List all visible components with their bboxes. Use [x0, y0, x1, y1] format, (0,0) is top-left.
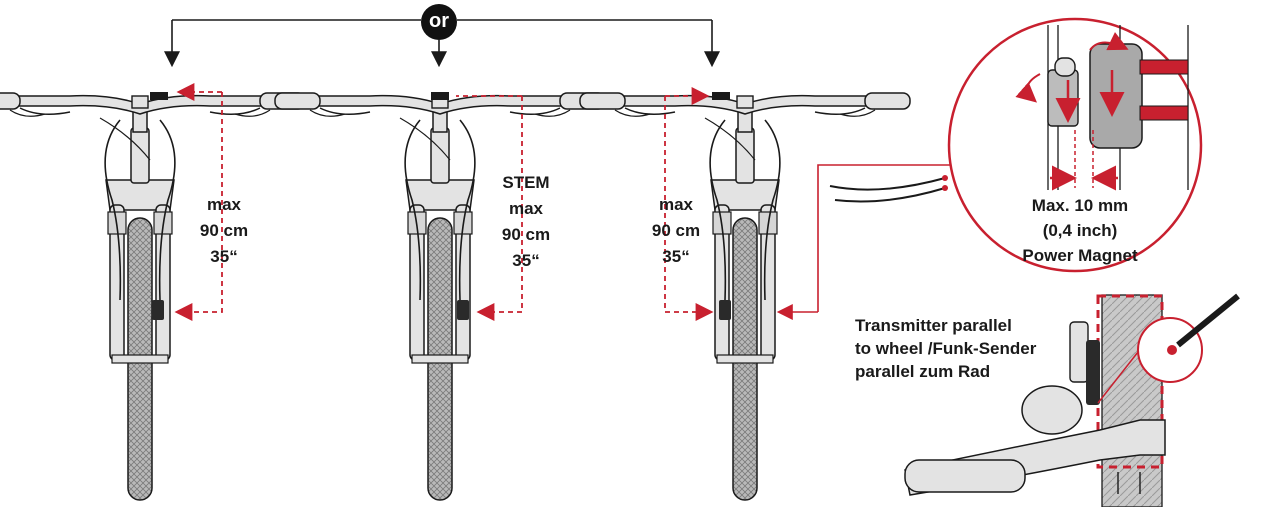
- sensor-center: [457, 300, 469, 320]
- magnet-detail: [947, 17, 1203, 273]
- magnet-gap-label: Max. 10 mm (0,4 inch) Power Magnet: [1005, 193, 1155, 268]
- transmitter-detail: [904, 293, 1240, 507]
- bike-right: [579, 92, 911, 501]
- label-line: max: [508, 199, 544, 218]
- connector-lines: [164, 19, 720, 68]
- callout-line: [776, 164, 950, 320]
- computer-mount-left: [150, 92, 168, 100]
- computer-mount-right: [712, 92, 730, 100]
- transmitter-note: Transmitter parallel to wheel /Funk-Send…: [855, 314, 1065, 383]
- or-badge: or: [421, 4, 457, 40]
- bike-left: [0, 92, 306, 501]
- distance-label-left: max 90 cm 35“: [188, 192, 260, 270]
- label-line: Power Magnet: [1022, 246, 1138, 265]
- computer-mount-center: [431, 92, 449, 100]
- label-line: 90 cm: [651, 221, 701, 240]
- label-line: Transmitter parallel: [855, 316, 1012, 335]
- distance-label-right: max 90 cm 35“: [640, 192, 712, 270]
- label-line: 35“: [210, 247, 238, 266]
- label-line: to wheel /Funk-Sender: [855, 339, 1037, 358]
- label-line: max: [658, 195, 694, 214]
- label-line: parallel zum Rad: [855, 362, 991, 381]
- label-line: STEM: [502, 173, 550, 192]
- label-line: 90 cm: [199, 221, 249, 240]
- label-line: 35“: [662, 247, 690, 266]
- label-line: Max. 10 mm: [1031, 196, 1129, 215]
- sensor-right: [719, 300, 731, 320]
- label-line: 35“: [512, 251, 540, 270]
- label-line: max: [206, 195, 242, 214]
- sensor-left: [152, 300, 164, 320]
- distance-guides: [174, 83, 714, 321]
- label-line: 90 cm: [501, 225, 551, 244]
- label-line: (0,4 inch): [1042, 221, 1118, 240]
- bike-center: [274, 92, 606, 501]
- distance-label-center: STEM max 90 cm 35“: [488, 170, 564, 274]
- zip-ties: [829, 177, 946, 203]
